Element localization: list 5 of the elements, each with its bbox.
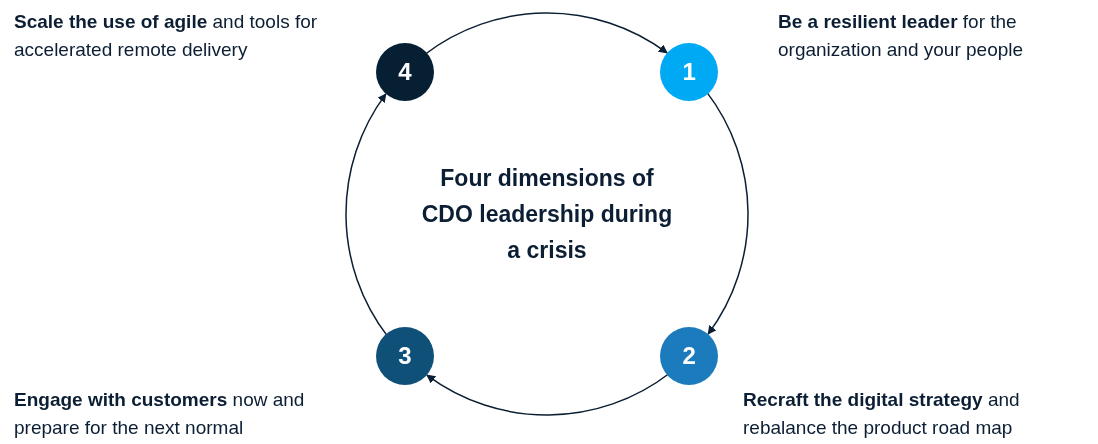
center-title: Four dimensions of CDO leadership during a crisis xyxy=(420,164,674,265)
dimension-description: Scale the use of agile and tools for accelerated remote delivery xyxy=(14,10,319,62)
dimension-description: Recraft the digital strategy and rebalance the product road map xyxy=(743,388,1021,440)
dimension-description: Be a resilient leader for the organization and your people xyxy=(778,10,1025,62)
dimension-description: Engage with customers now and prepare for the next normal xyxy=(14,388,306,440)
